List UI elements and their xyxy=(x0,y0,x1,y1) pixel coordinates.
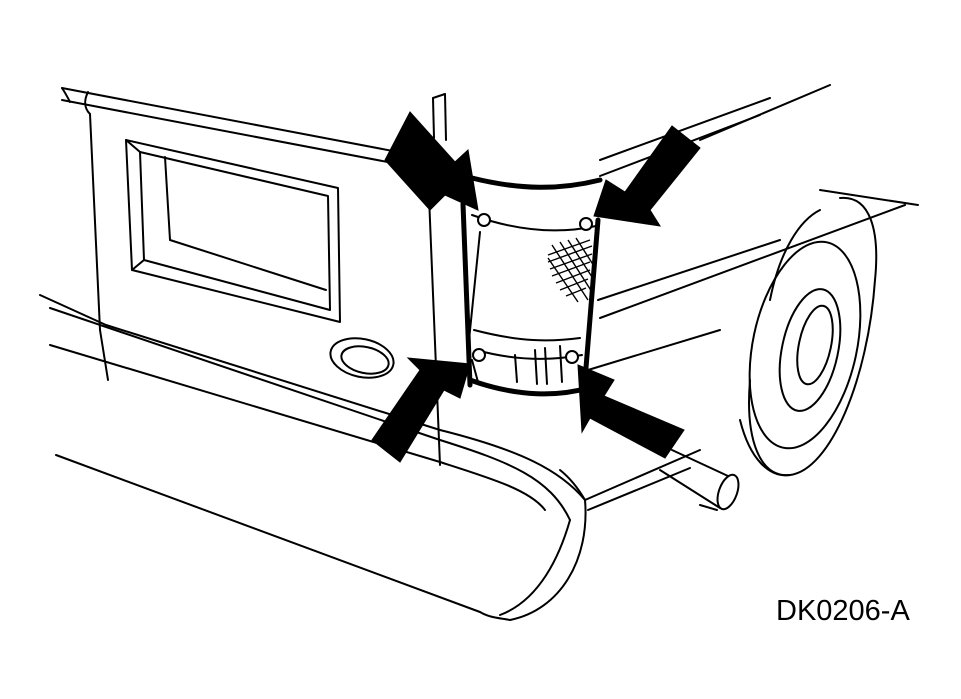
screw-hole-upper-left xyxy=(477,213,491,227)
screw-holes xyxy=(472,213,593,364)
side-body-lines xyxy=(587,84,919,371)
lock-oval xyxy=(329,337,395,379)
top-tab xyxy=(432,93,447,141)
screw-hole-upper-right xyxy=(579,217,593,231)
tailgate-left-edge xyxy=(89,113,109,381)
exhaust-pipe xyxy=(659,449,740,511)
arrow-upper-left xyxy=(384,111,479,211)
lens-hatch xyxy=(547,237,595,303)
license-plate-recess xyxy=(125,139,341,323)
arrow-lower-left xyxy=(371,357,471,463)
arrow-lower-right xyxy=(577,364,685,459)
screw-hole-lower-right xyxy=(565,350,579,364)
figure-id-label: DK0206-A xyxy=(776,595,910,627)
arrow-upper-right xyxy=(593,125,701,227)
rear-bumper xyxy=(39,294,701,621)
screw-hole-lower-left xyxy=(472,348,486,362)
body-top-edge xyxy=(61,87,441,173)
tail-lamp-assembly xyxy=(427,171,603,466)
rear-wheel xyxy=(739,196,878,477)
